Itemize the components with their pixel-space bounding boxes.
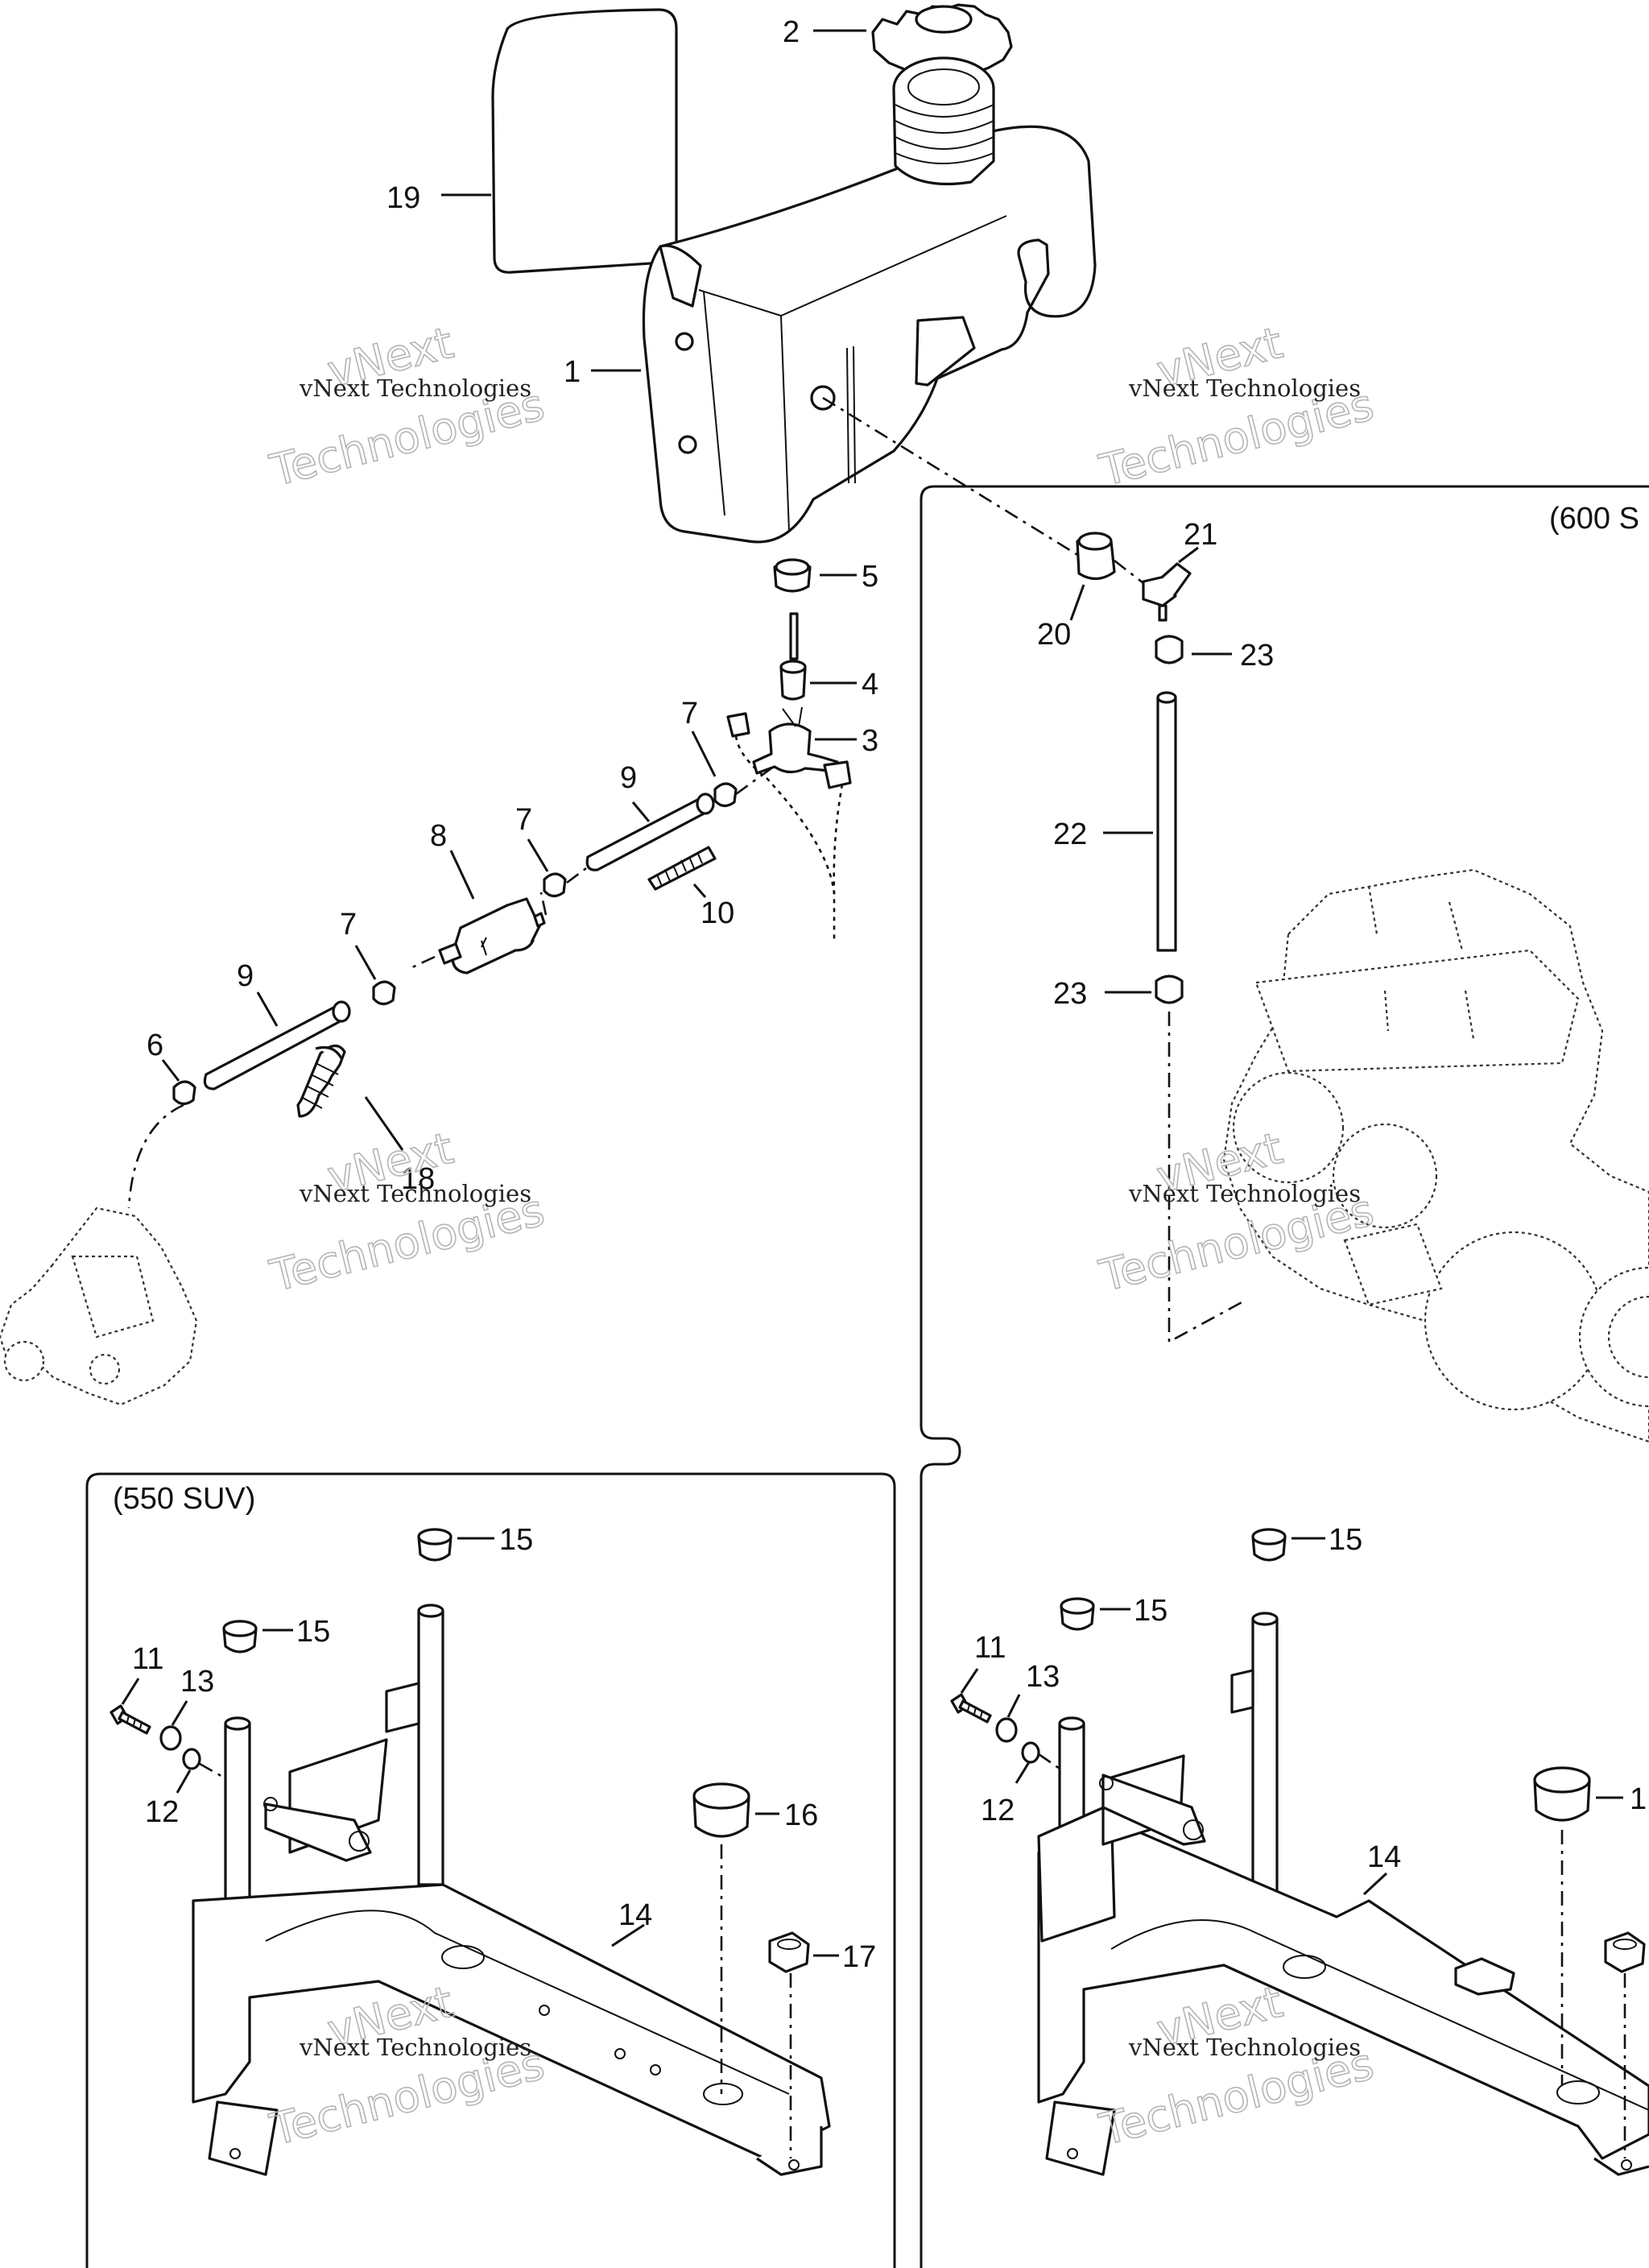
callout-13-left: 13 — [180, 1665, 214, 1699]
callout-9b: 9 — [237, 959, 254, 993]
grommet-5 — [773, 558, 812, 593]
svg-text:vNext Technologies: vNext Technologies — [299, 375, 531, 402]
grommet-20 — [1076, 532, 1116, 581]
callout-9a: 9 — [620, 761, 637, 795]
callout-15b-right: 15 — [1134, 1594, 1168, 1628]
callout-18: 18 — [401, 1162, 435, 1196]
callout-16-left: 16 — [784, 1798, 818, 1832]
nut-17-right — [1604, 1931, 1646, 1973]
washer-12-right — [1021, 1741, 1040, 1764]
callout-13-right: 13 — [1026, 1660, 1060, 1694]
callout-6: 6 — [147, 1028, 163, 1062]
watermark-top-left: vNext Technologies vNext Technologies — [264, 317, 549, 497]
callout-8: 8 — [430, 819, 447, 853]
fuel-pickup-4 — [779, 612, 807, 701]
callout-16-right: 1 — [1630, 1782, 1647, 1816]
clamp-6 — [172, 1080, 196, 1106]
hose-9-lower — [203, 1000, 351, 1091]
callout-1: 1 — [564, 355, 581, 389]
grommet-15-top-left — [417, 1528, 453, 1562]
hose-9-upper — [585, 793, 715, 871]
callout-11-right: 11 — [974, 1631, 1006, 1665]
bolt-11-right — [950, 1693, 992, 1724]
callout-2: 2 — [783, 15, 800, 49]
fuel-filter-8 — [438, 897, 546, 975]
callout-22: 22 — [1053, 817, 1087, 851]
nut-17-left — [768, 1931, 810, 1973]
callout-14-right: 14 — [1367, 1840, 1401, 1874]
bolt-11-left — [110, 1704, 151, 1735]
callout-11-left: 11 — [132, 1642, 163, 1676]
callout-17-left: 17 — [842, 1940, 876, 1974]
callout-19: 19 — [386, 181, 420, 215]
callout-21: 21 — [1184, 518, 1217, 552]
callout-10: 10 — [701, 896, 734, 930]
callout-4: 4 — [862, 668, 878, 702]
spring-10 — [647, 846, 717, 891]
clamp-23-upper — [1155, 635, 1184, 664]
watermark-top-right: vNext Technologies vNext Technologies — [1093, 317, 1378, 497]
elbow-fitting-21 — [1142, 562, 1192, 622]
clamp-7-lower — [372, 980, 396, 1006]
engine-ghost-right — [1222, 868, 1649, 1443]
callout-3: 3 — [862, 724, 878, 758]
watermark-mid-left: vNext Technologies vNext Technologies — [264, 1122, 549, 1302]
callout-23a: 23 — [1240, 639, 1274, 673]
callout-12-left: 12 — [145, 1795, 179, 1829]
washer-12-left — [182, 1748, 201, 1770]
fuel-valve-3 — [726, 706, 852, 789]
callout-20: 20 — [1037, 618, 1071, 652]
washer-13-right — [995, 1717, 1018, 1743]
grommet-15-top-right — [1251, 1528, 1287, 1562]
callout-14-left: 14 — [618, 1898, 652, 1932]
oil-tank-bracket-14-right — [1037, 1612, 1649, 2176]
svg-text:vNext Technologies: vNext Technologies — [1128, 2034, 1361, 2061]
grommet-15-side-left — [222, 1620, 258, 1653]
oil-tank-bracket-14-left — [192, 1604, 831, 2176]
callout-7a: 7 — [681, 697, 698, 730]
spring-18 — [296, 1044, 346, 1118]
panel-frame-600 — [920, 485, 1649, 2268]
panel-frame-550 — [85, 1472, 896, 2268]
clamp-23-lower — [1155, 975, 1184, 1004]
svg-text:vNext Technologies: vNext Technologies — [1128, 1180, 1361, 1207]
callout-7c: 7 — [340, 908, 357, 942]
callout-15b-left: 15 — [296, 1615, 330, 1649]
grommet-16-left — [692, 1782, 750, 1838]
carburetor-ghost-left — [0, 1206, 198, 1406]
callout-15a-right: 15 — [1329, 1523, 1362, 1557]
panel-title-550: (550 SUV) — [113, 1482, 255, 1516]
washer-13-left — [159, 1725, 182, 1751]
fuel-line-22 — [1156, 691, 1177, 952]
grommet-15-side-right — [1060, 1597, 1095, 1631]
panel-title-600: (600 S — [1549, 502, 1639, 536]
callout-15a-left: 15 — [499, 1523, 533, 1557]
decal-19 — [491, 8, 678, 274]
svg-text:vNext Technologies: vNext Technologies — [299, 2034, 531, 2061]
callout-5: 5 — [862, 560, 878, 594]
clamp-7-upper — [713, 782, 738, 808]
callout-23b: 23 — [1053, 977, 1087, 1011]
fuel-tank-1 — [642, 56, 1097, 544]
svg-text:vNext Technologies: vNext Technologies — [299, 1180, 531, 1207]
grommet-16-right — [1533, 1766, 1591, 1822]
svg-text:vNext Technologies: vNext Technologies — [1128, 375, 1361, 402]
clamp-7-middle — [543, 872, 567, 898]
callout-7b: 7 — [515, 803, 532, 837]
callout-12-right: 12 — [981, 1794, 1015, 1827]
